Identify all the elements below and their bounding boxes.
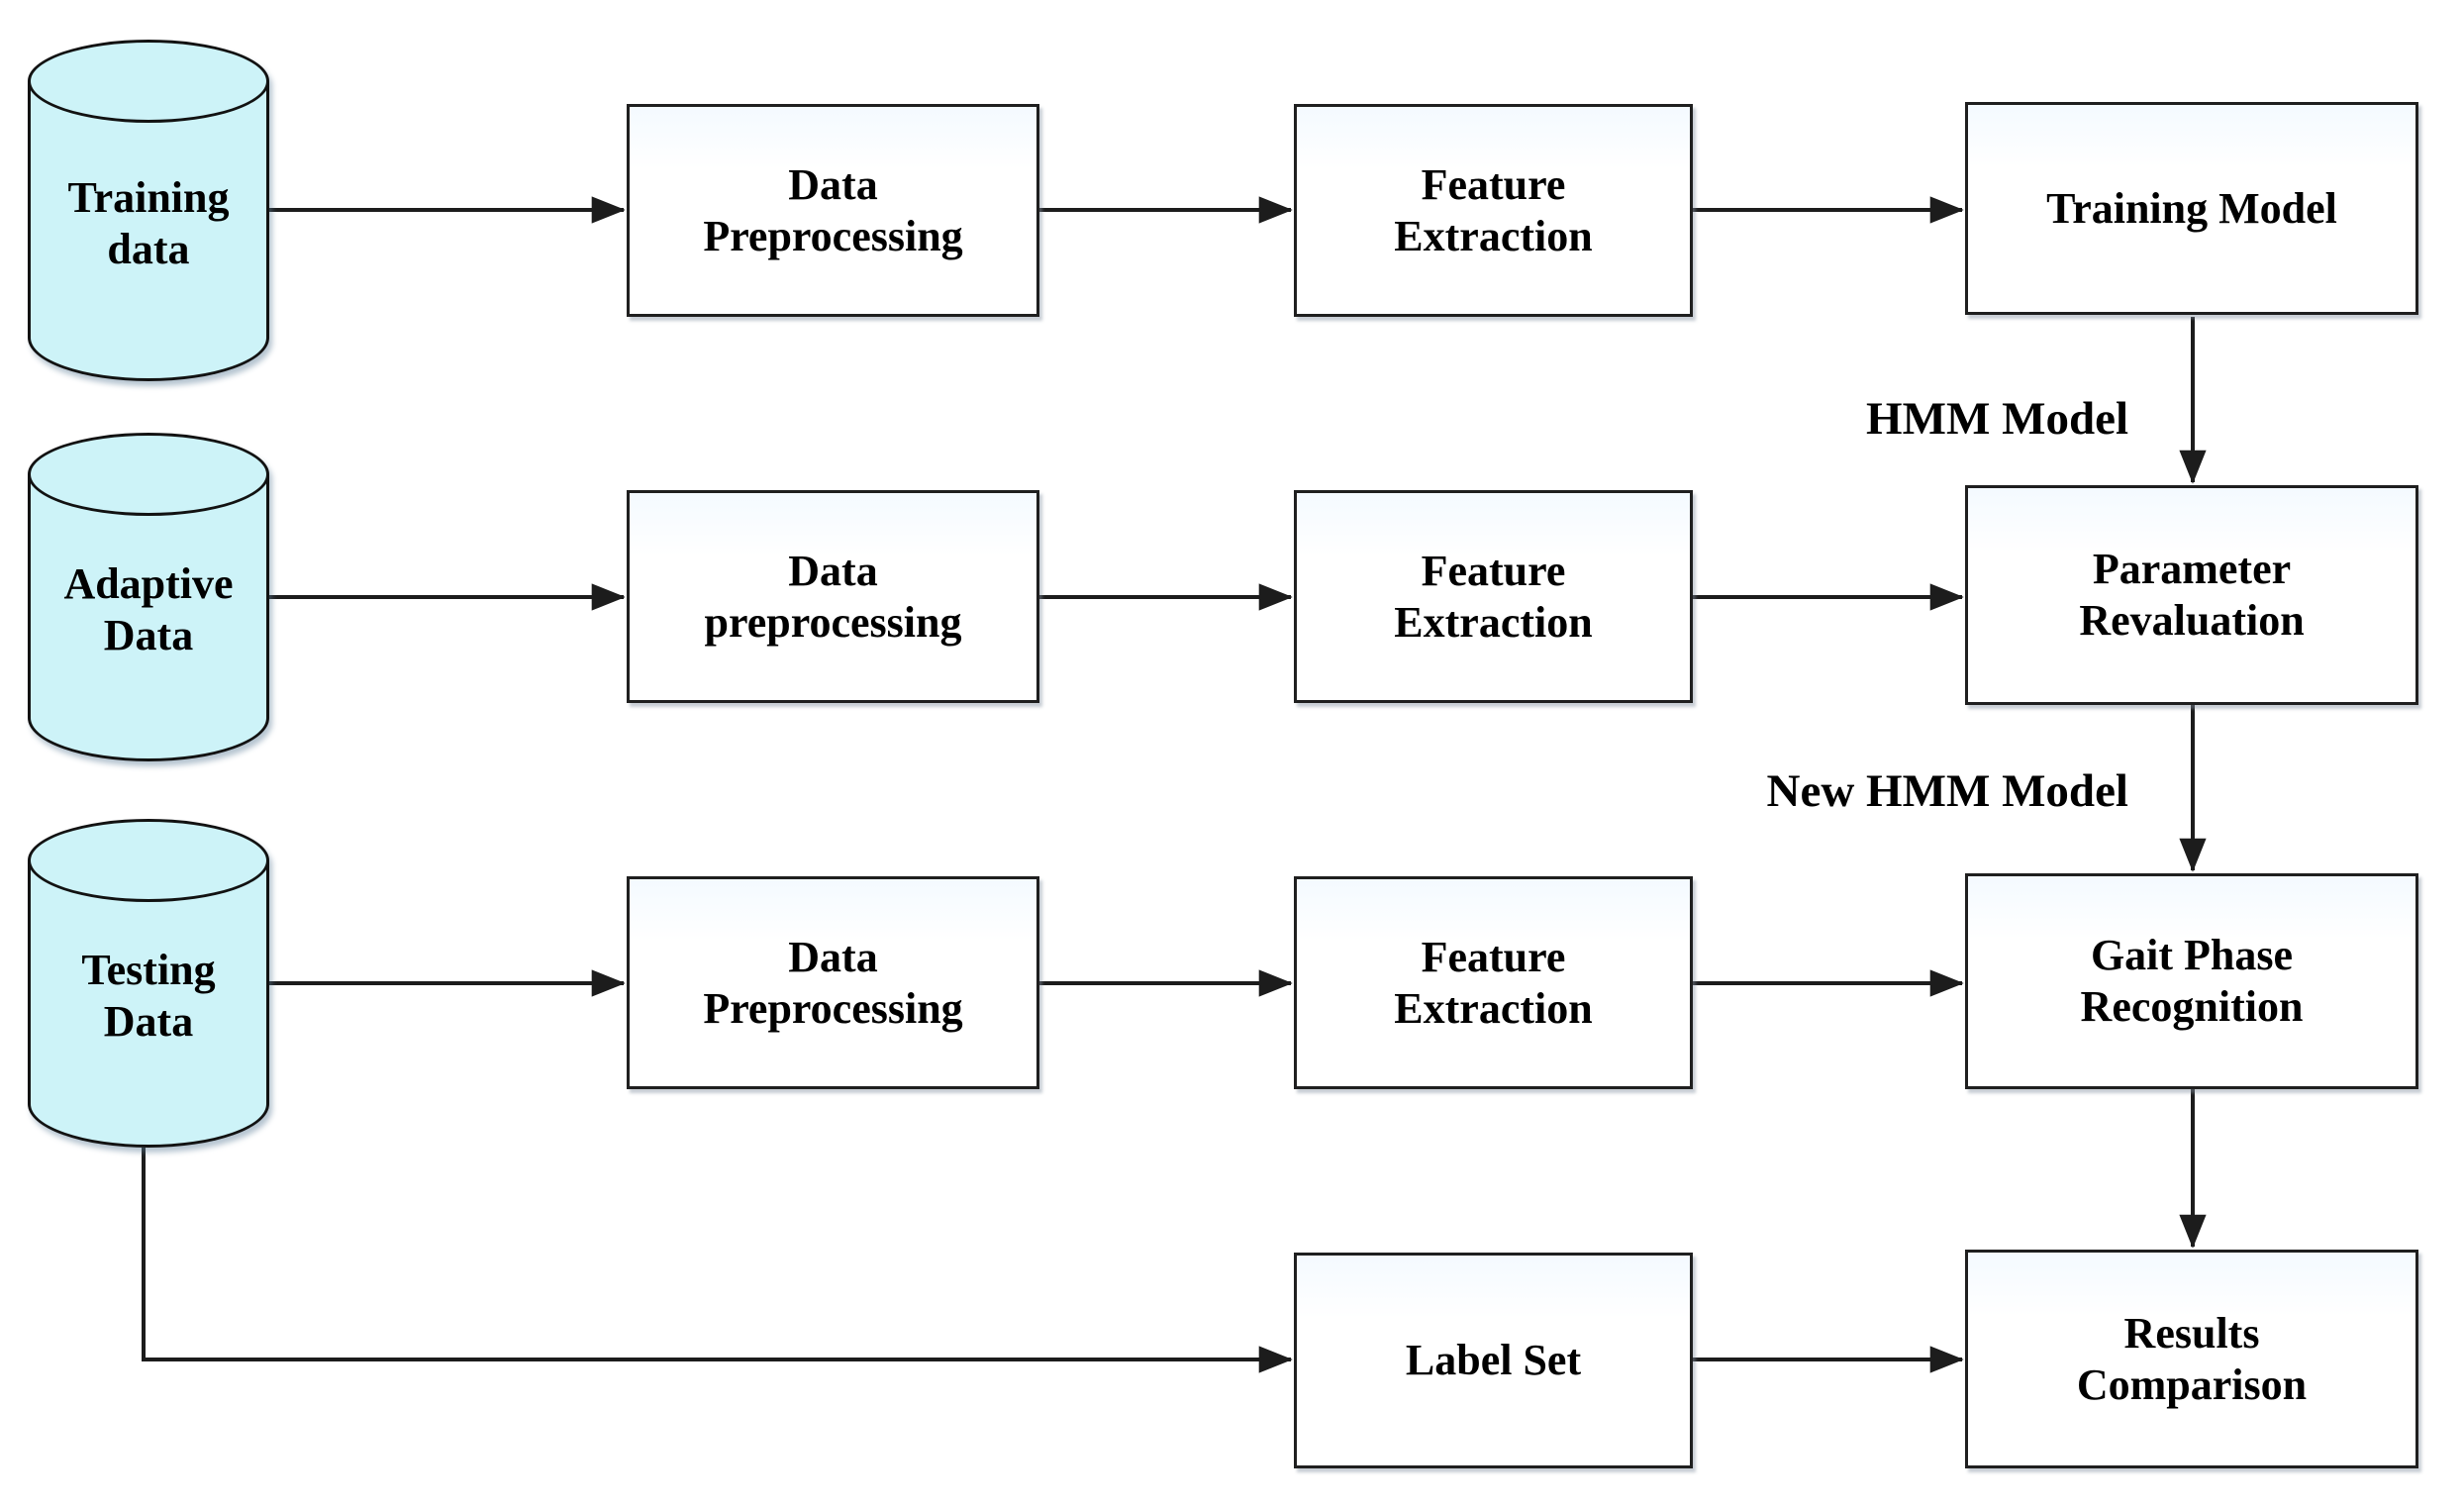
node-label-gait-phase-recognition: Gait Phase Recognition: [2080, 931, 2304, 1031]
cylinder-body: [28, 860, 269, 1148]
datastore-testing-data: Testing Data: [28, 819, 269, 1148]
process-feature-extraction-row1: Feature Extraction: [1294, 104, 1693, 317]
node-label-adaptive-data: Adaptive Data: [63, 559, 234, 659]
edge-label-new-hmm-model: New HMM Model: [1766, 765, 2128, 817]
process-training-model: Training Model: [1965, 102, 2418, 315]
process-label-set: Label Set: [1294, 1253, 1693, 1468]
node-label-data-preprocessing-row3: Data Preprocessing: [703, 932, 963, 1033]
node-label-testing-data: Testing Data: [81, 946, 216, 1046]
node-label-feature-extraction-row3: Feature Extraction: [1394, 932, 1593, 1033]
node-label-training-data: Training data: [67, 172, 230, 273]
process-feature-extraction-row2: Feature Extraction: [1294, 490, 1693, 703]
node-label-parameter-revaluation: Parameter Revaluation: [2079, 545, 2305, 645]
process-gait-phase-recognition: Gait Phase Recognition: [1965, 873, 2418, 1089]
cylinder-body: [28, 474, 269, 761]
datastore-adaptive-data: Adaptive Data: [28, 433, 269, 761]
node-label-data-preprocessing-row2: Data preprocessing: [704, 546, 962, 647]
process-results-comparison: Results Comparison: [1965, 1250, 2418, 1468]
cylinder-top-ellipse: [28, 433, 269, 516]
edge-label-hmm-model: HMM Model: [1866, 393, 2128, 445]
node-label-data-preprocessing-row1: Data Preprocessing: [703, 159, 963, 260]
cylinder-top-ellipse: [28, 819, 269, 902]
cylinder-top-ellipse: [28, 40, 269, 123]
cylinder-body: [28, 81, 269, 381]
process-feature-extraction-row3: Feature Extraction: [1294, 876, 1693, 1089]
node-label-feature-extraction-row1: Feature Extraction: [1394, 159, 1593, 260]
arrow-testing-data-to-label-set: [142, 1148, 1293, 1373]
process-data-preprocessing-row3: Data Preprocessing: [627, 876, 1039, 1089]
node-label-label-set: Label Set: [1405, 1336, 1582, 1385]
node-label-training-model: Training Model: [2046, 183, 2337, 233]
datastore-training-data: Training data: [28, 40, 269, 381]
process-data-preprocessing-row2: Data preprocessing: [627, 490, 1039, 703]
process-parameter-revaluation: Parameter Revaluation: [1965, 485, 2418, 705]
node-label-feature-extraction-row2: Feature Extraction: [1394, 546, 1593, 647]
node-label-results-comparison: Results Comparison: [2076, 1308, 2308, 1409]
process-data-preprocessing-row1: Data Preprocessing: [627, 104, 1039, 317]
